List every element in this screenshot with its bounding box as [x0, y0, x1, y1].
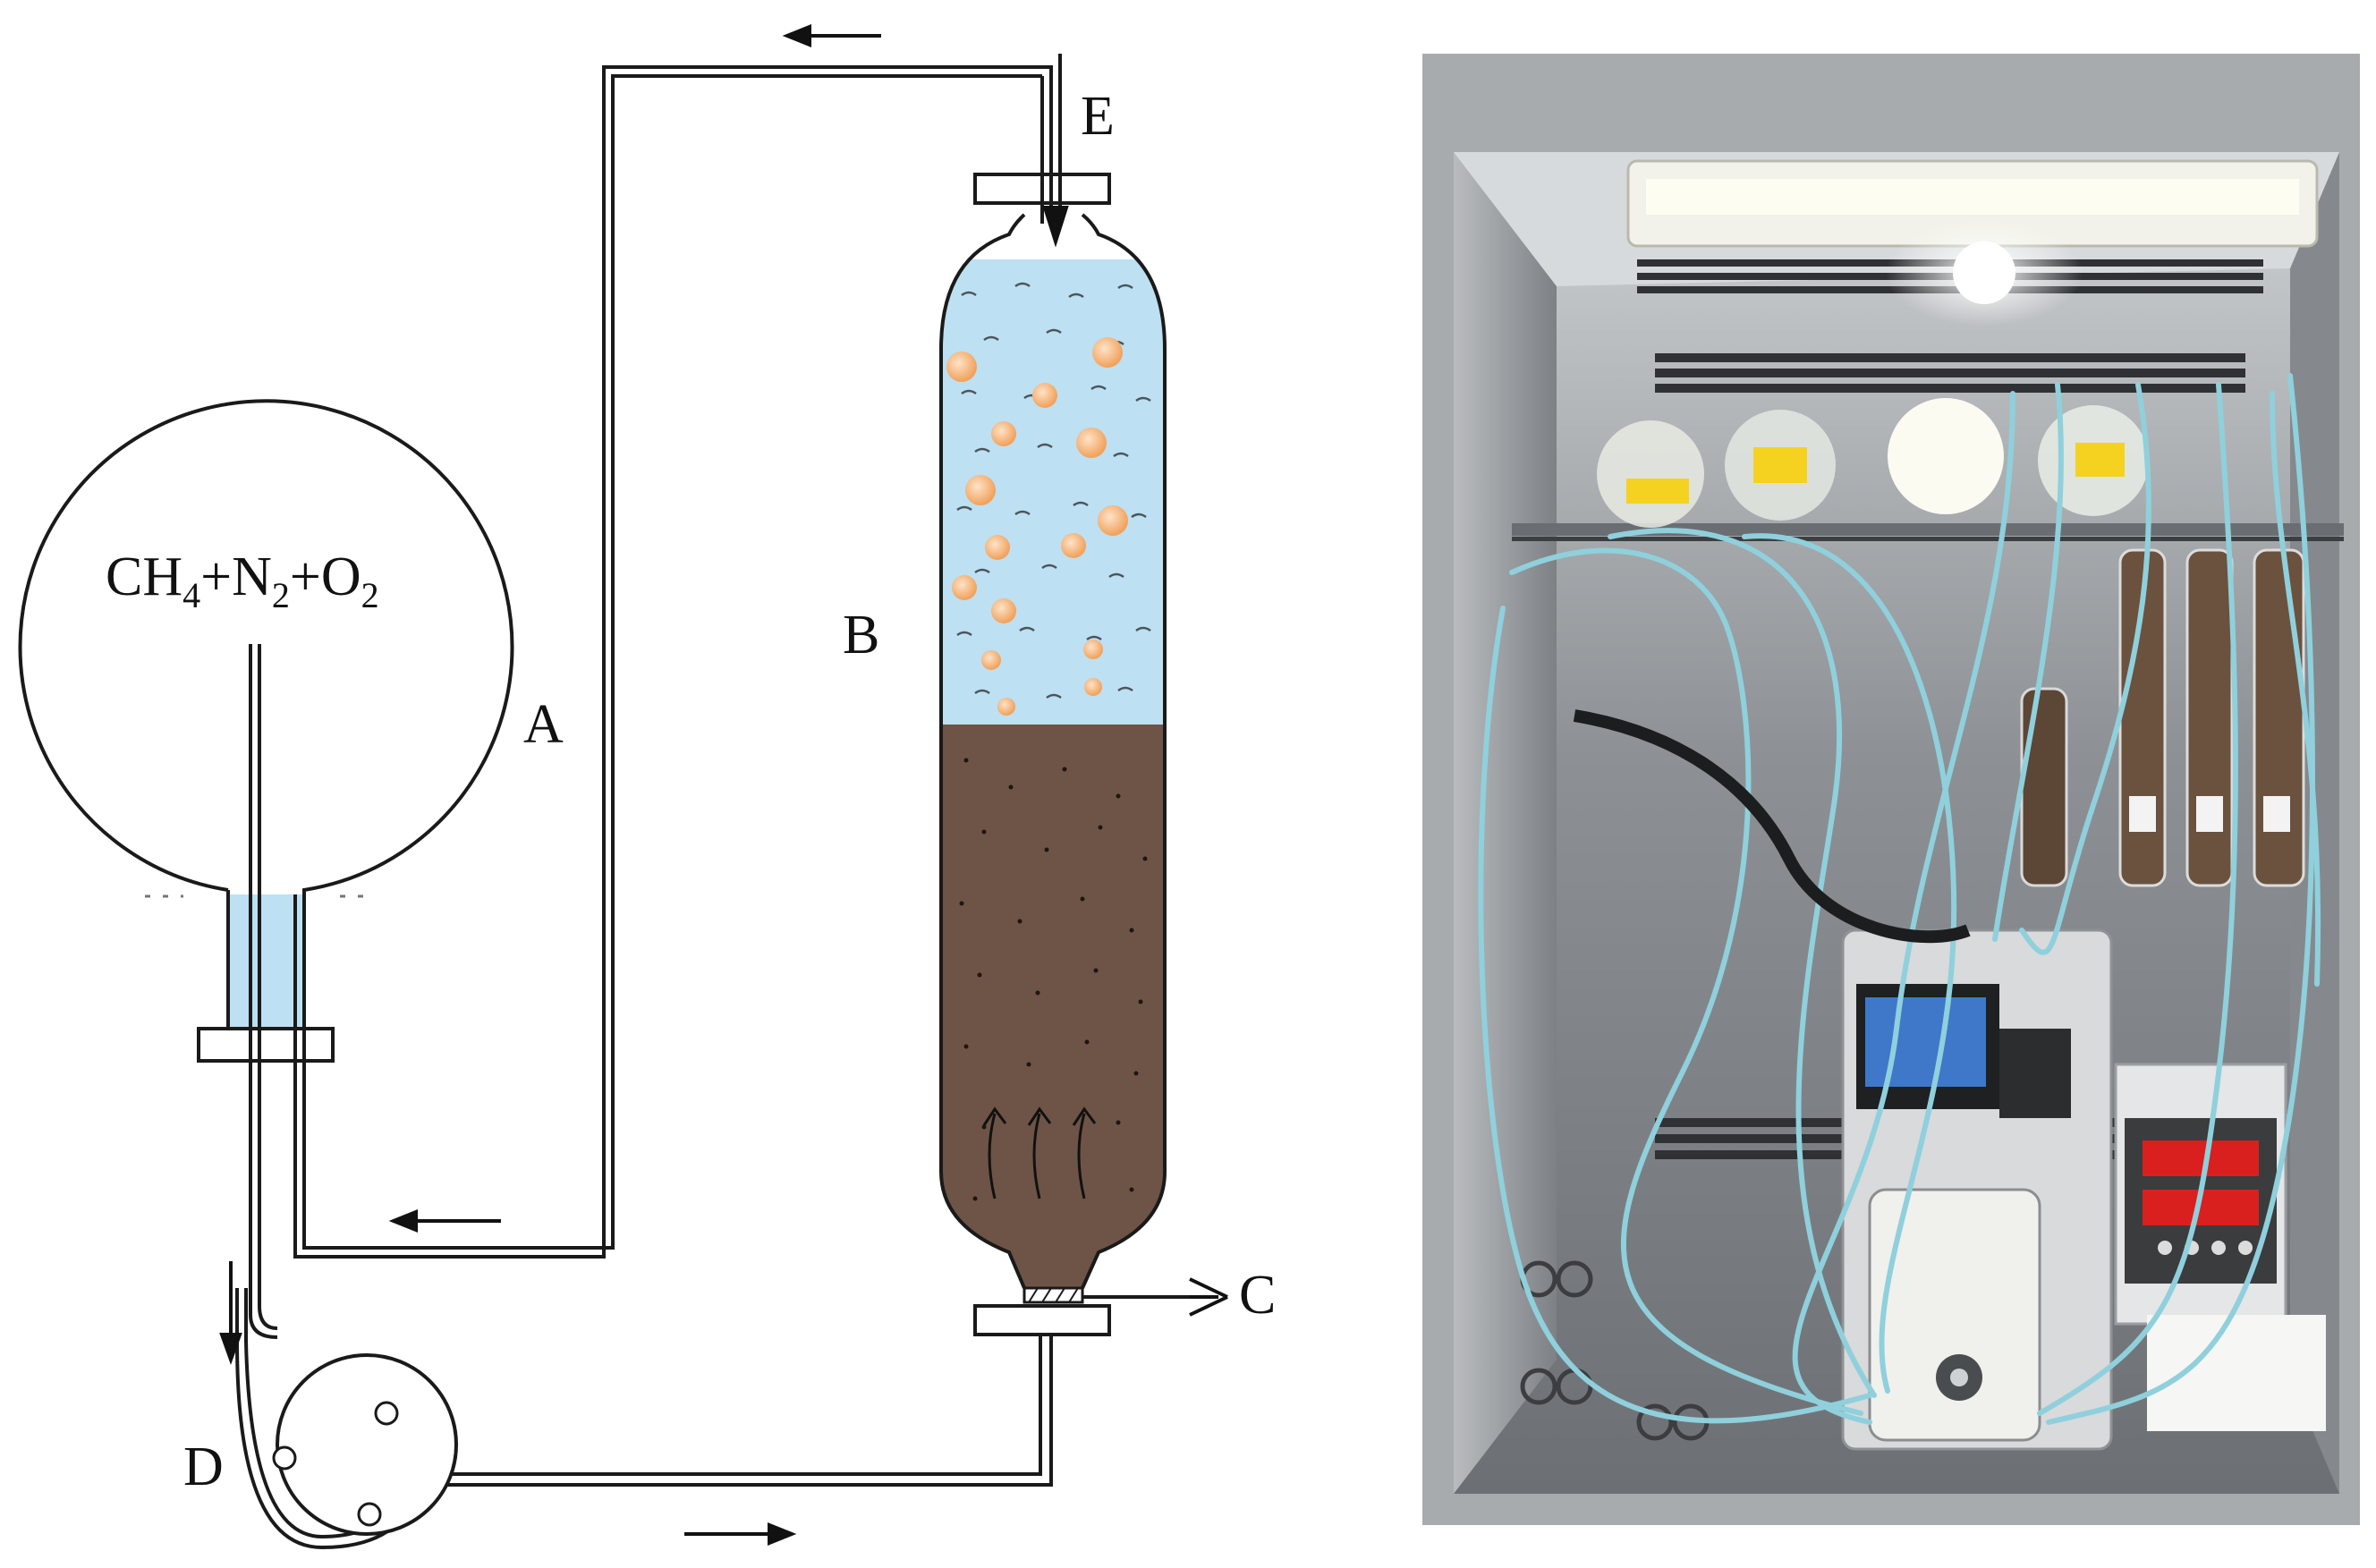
arrow-icon [219, 1261, 242, 1365]
flask-outline [18, 399, 514, 1029]
apparatus-photo [1422, 54, 2360, 1525]
column-bottom-cap [973, 1304, 1111, 1336]
wire-shelf [1512, 523, 2344, 536]
water-ripples [956, 282, 1151, 699]
red-display [2143, 1140, 2259, 1176]
peristaltic-pump-icon [272, 1353, 458, 1536]
label-d: D [183, 1437, 224, 1497]
bubbles [946, 337, 1128, 716]
column-soil [941, 725, 1165, 1288]
label-e: E [1081, 86, 1115, 147]
flow-arrows [219, 24, 1228, 1546]
photo-columns [2020, 548, 2305, 887]
cyan-tubing [1478, 373, 2321, 1425]
tubing [235, 54, 1190, 1550]
pump-unit [1841, 928, 2113, 1451]
gas-bottles [1597, 398, 2149, 528]
label-c: C [1239, 1265, 1276, 1326]
power-cable [1573, 709, 1971, 944]
column-outline [939, 213, 1167, 1289]
soil-column [939, 173, 1167, 1336]
upflow-arrows [982, 1106, 1097, 1199]
left-wall [1454, 152, 1557, 1494]
arrow-icon [1042, 206, 1069, 248]
arrow-icon [388, 1209, 501, 1233]
gas-mixture-label: CH4+N2+O2 [106, 547, 379, 615]
soil-speckles [959, 758, 1148, 1201]
schematic-diagram: CH4+N2+O2 A B C D E [18, 24, 1276, 1550]
pump-screen [1865, 997, 1986, 1087]
arrow-icon [1189, 1277, 1228, 1317]
label-b: B [843, 605, 879, 665]
label-a: A [523, 694, 564, 755]
flask-clamp [197, 1027, 335, 1063]
arrow-icon [782, 24, 881, 47]
arrow-icon [684, 1522, 797, 1546]
